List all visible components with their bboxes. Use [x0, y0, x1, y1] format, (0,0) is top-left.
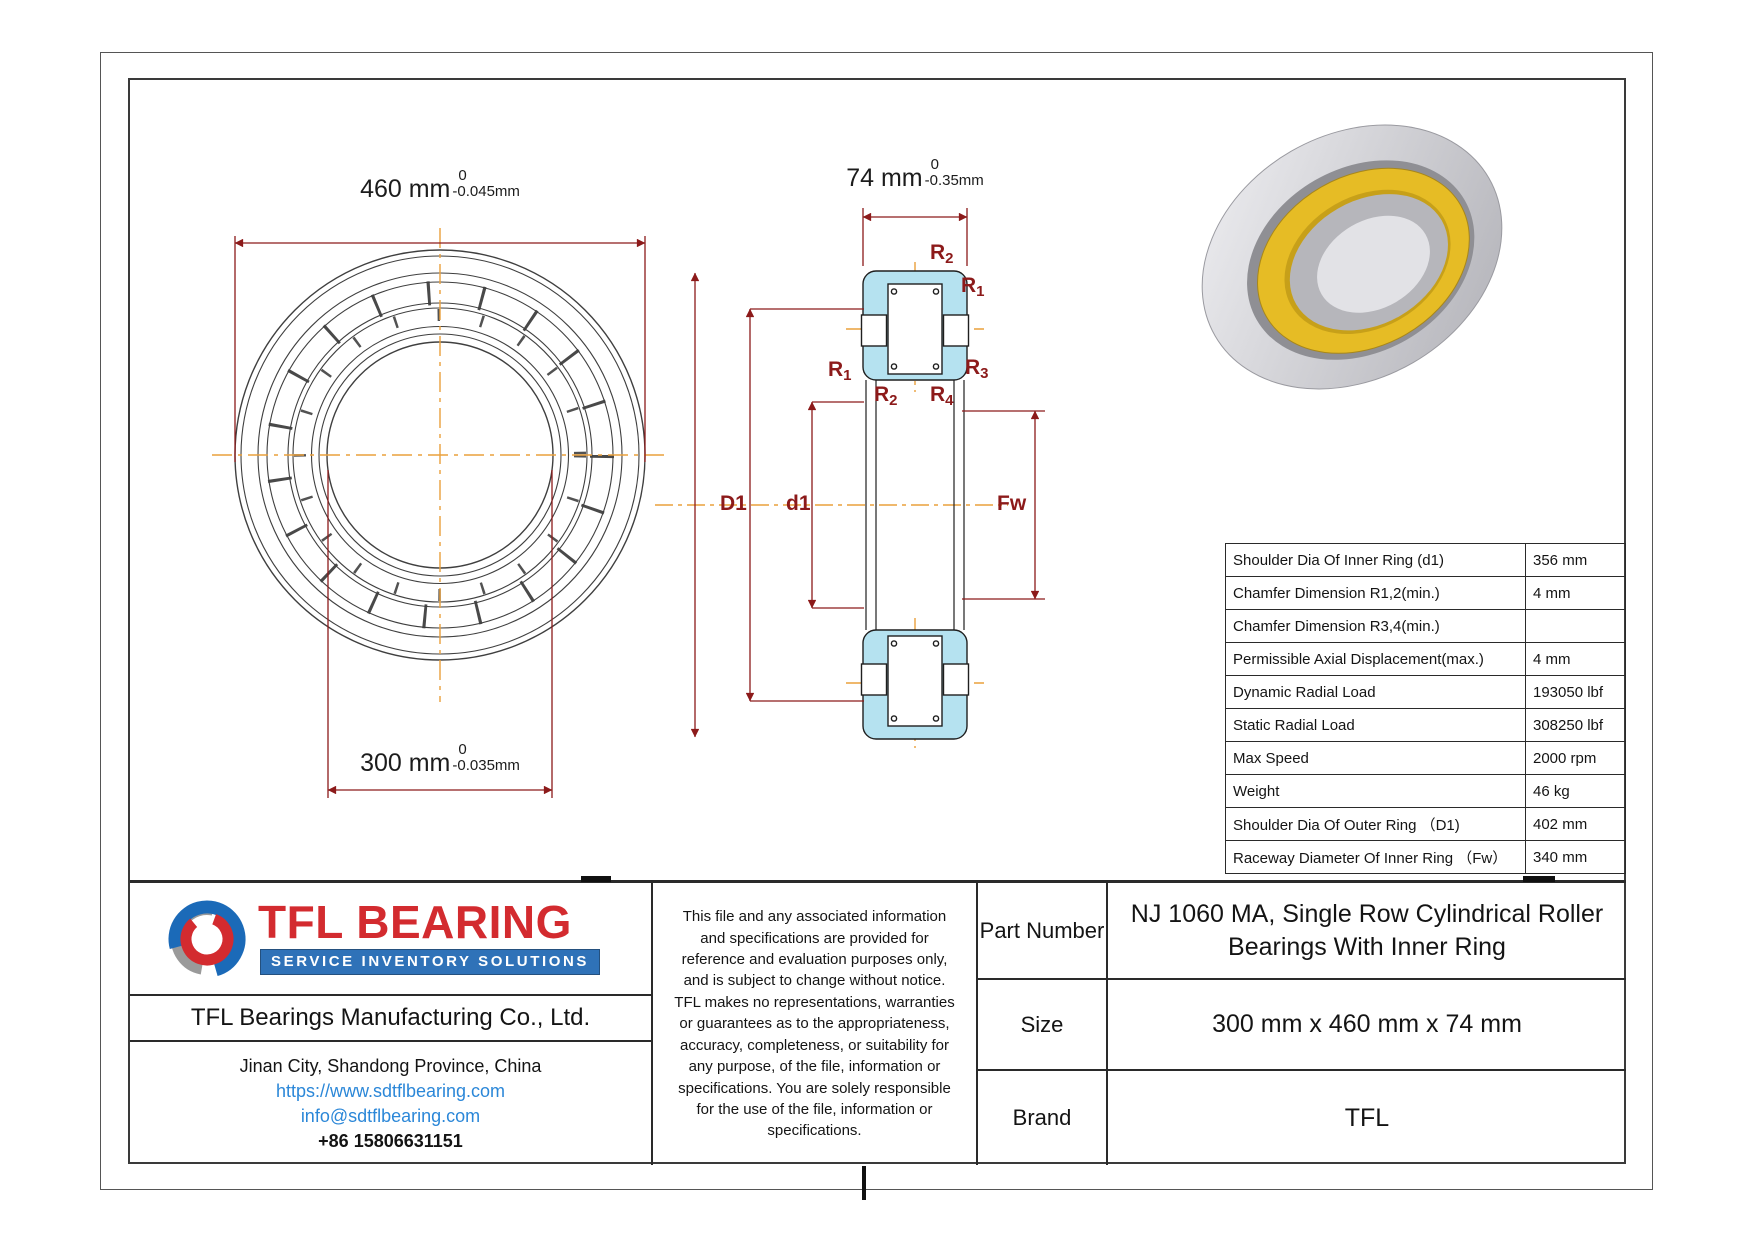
technical-drawing — [212, 208, 1045, 798]
dimension-width — [862, 208, 968, 266]
spec-value: 2000 rpm — [1525, 741, 1626, 775]
spec-value: 4 mm — [1525, 576, 1626, 610]
spec-value: 402 mm — [1525, 807, 1626, 841]
field-label-column: Part Number Size Brand — [978, 883, 1108, 1165]
dimension-value: 460 mm — [360, 175, 451, 203]
section-bore-walls — [865, 380, 965, 630]
disclaimer-text: This file and any associated information… — [674, 908, 955, 1140]
outer-diameter-dimension-label: 460 mm 0 -0.045mm — [360, 168, 520, 204]
chamfer-label-r3-mid: R3 — [965, 356, 989, 382]
part-number-label: Part Number — [979, 917, 1105, 943]
spec-label: Shoulder Dia Of Outer Ring （D1) — [1225, 807, 1526, 841]
dimension-tolerance: 0 -0.35mm — [924, 156, 984, 189]
size-value: 300 mm x 460 mm x 74 mm — [1212, 1010, 1522, 1039]
bore-diameter-dimension-label: 300 mm 0 -0.035mm — [360, 742, 520, 778]
chamfer-label-r1-mid: R1 — [828, 358, 852, 384]
spec-row: Shoulder Dia Of Inner Ring (d1)356 mm — [1225, 543, 1626, 577]
company-name: TFL Bearings Manufacturing Co., Ltd. — [130, 996, 651, 1042]
width-dimension-label: 74 mm 0 -0.35mm — [846, 157, 984, 193]
spec-value: 193050 lbf — [1525, 675, 1626, 709]
dimension-Fw — [962, 410, 1045, 600]
spec-row: Chamfer Dimension R1,2(min.)4 mm — [1225, 576, 1626, 610]
spec-value — [1525, 609, 1626, 643]
spec-label: Raceway Diameter Of Inner Ring （Fw） — [1225, 840, 1526, 874]
chamfer-label-r4-mid: R4 — [930, 383, 954, 409]
part-number-value: NJ 1060 MA, Single Row Cylindrical Rolle… — [1130, 900, 1604, 961]
spec-label: Permissible Axial Displacement(max.) — [1225, 642, 1526, 676]
company-column: TFL BEARING SERVICE INVENTORY SOLUTIONS … — [130, 883, 653, 1165]
field-value-column: NJ 1060 MA, Single Row Cylindrical Rolle… — [1108, 883, 1626, 1165]
label-d1: d1 — [786, 492, 811, 515]
tfl-logo-icon — [168, 900, 246, 978]
centering-mark-bottom — [862, 1166, 866, 1200]
dimension-D1 — [745, 308, 864, 702]
chamfer-label-r1-top: R1 — [961, 274, 985, 300]
size-label: Size — [1020, 1011, 1064, 1037]
spec-value: 4 mm — [1525, 642, 1626, 676]
front-view-centerlines — [212, 228, 668, 702]
spec-row: Chamfer Dimension R3,4(min.) — [1225, 609, 1626, 643]
spec-label: Dynamic Radial Load — [1225, 675, 1526, 709]
spec-label: Chamfer Dimension R1,2(min.) — [1225, 576, 1526, 610]
dimension-tolerance: 0 -0.035mm — [452, 741, 520, 774]
spec-row: Shoulder Dia Of Outer Ring （D1)402 mm — [1225, 807, 1626, 841]
disclaimer-column: This file and any associated information… — [653, 883, 978, 1165]
spec-row: Permissible Axial Displacement(max.)4 mm — [1225, 642, 1626, 676]
section-bottom-half — [860, 629, 970, 740]
spec-table: Shoulder Dia Of Inner Ring (d1)356 mm Ch… — [1225, 543, 1626, 874]
fold-mark-right — [1523, 876, 1555, 882]
spec-label: Max Speed — [1225, 741, 1526, 775]
spec-value: 308250 lbf — [1525, 708, 1626, 742]
fold-mark-left — [581, 876, 611, 882]
label-D1: D1 — [720, 492, 747, 515]
section-top-half — [860, 270, 970, 381]
dimension-d1 — [807, 401, 864, 609]
dimension-bore-diameter — [327, 470, 553, 798]
spec-value: 46 kg — [1525, 774, 1626, 808]
spec-label: Chamfer Dimension R3,4(min.) — [1225, 609, 1526, 643]
brand-wordmark: TFL BEARING — [258, 896, 572, 948]
dimension-value: 300 mm — [360, 749, 451, 777]
phone-number: +86 15806631151 — [318, 1130, 463, 1151]
website-link[interactable]: https://www.sdtflbearing.com — [275, 1080, 506, 1101]
company-address: Jinan City, Shandong Province, China — [239, 1055, 542, 1076]
chamfer-label-r2-mid: R2 — [874, 383, 898, 409]
chamfer-label-r2-top: R2 — [930, 241, 954, 267]
dimension-outer-diameter — [234, 236, 646, 462]
company-contact: Jinan City, Shandong Province, China htt… — [130, 1042, 651, 1165]
dimension-tolerance: 0 -0.045mm — [452, 167, 520, 200]
spec-value: 340 mm — [1525, 840, 1626, 874]
dimension-value: 74 mm — [846, 164, 923, 192]
brand-label: Brand — [1012, 1105, 1072, 1130]
brand-tagline: SERVICE INVENTORY SOLUTIONS — [260, 949, 601, 975]
brand-value: TFL — [1344, 1103, 1390, 1132]
outer-border-frame — [100, 52, 1653, 1190]
spec-value: 356 mm — [1525, 543, 1626, 577]
label-Fw: Fw — [997, 492, 1027, 515]
spec-label: Weight — [1225, 774, 1526, 808]
bore — [1317, 215, 1430, 313]
bearing-3d-render — [1201, 124, 1503, 390]
spec-label: Static Radial Load — [1225, 708, 1526, 742]
email-link[interactable]: info@sdtflbearing.com — [300, 1105, 481, 1126]
spec-label: Shoulder Dia Of Inner Ring (d1) — [1225, 543, 1526, 577]
spec-row: Raceway Diameter Of Inner Ring （Fw）340 m… — [1225, 840, 1626, 874]
title-block: TFL BEARING SERVICE INVENTORY SOLUTIONS … — [130, 880, 1626, 1165]
logo-block: TFL BEARING SERVICE INVENTORY SOLUTIONS — [130, 883, 651, 996]
